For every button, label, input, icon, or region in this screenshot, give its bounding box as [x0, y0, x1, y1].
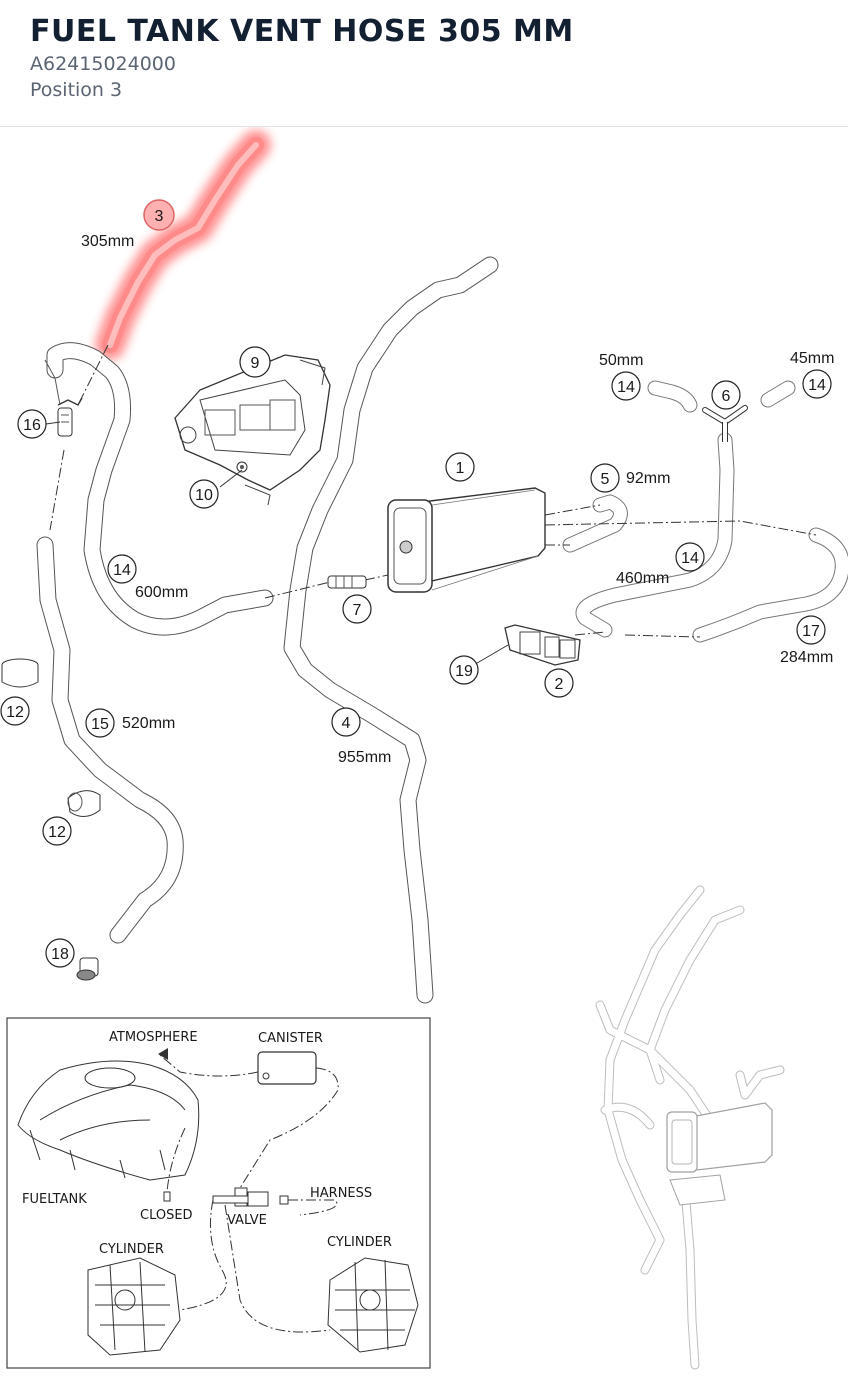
svg-text:1: 1 [456, 460, 465, 477]
valve-part-19[interactable] [504, 624, 581, 666]
label-closed: CLOSED [140, 1208, 193, 1223]
svg-text:17: 17 [802, 623, 820, 640]
label-harness: HARNESS [310, 1186, 372, 1201]
svg-text:14: 14 [681, 550, 699, 567]
callout-9[interactable]: 9 [239, 346, 271, 378]
page-title: FUEL TANK VENT HOSE 305 MM [30, 14, 574, 49]
length-label-15: 520mm [122, 715, 175, 732]
callout-6[interactable]: 6 [711, 380, 741, 410]
label-canister: CANISTER [258, 1031, 323, 1046]
callout-14-600[interactable]: 14 [107, 554, 137, 584]
svg-text:12: 12 [48, 824, 66, 841]
label-fueltank: FUELTANK [22, 1192, 87, 1207]
length-label-14-460: 460mm [616, 570, 669, 587]
part-number: A62415024000 [30, 53, 176, 75]
canister-sketch [257, 1051, 317, 1085]
label-atmosphere: ATMOSPHERE [109, 1030, 198, 1045]
grommet-part-12a[interactable] [1, 658, 39, 688]
svg-text:18: 18 [51, 946, 69, 963]
t-fitting-part-6[interactable] [702, 405, 748, 442]
bolt-part-10[interactable] [236, 461, 248, 473]
label-valve: VALVE [227, 1213, 267, 1228]
svg-text:12: 12 [6, 704, 24, 721]
length-label-17: 284mm [780, 649, 833, 666]
length-label-14-600: 600mm [135, 584, 188, 601]
svg-text:14: 14 [113, 562, 131, 579]
leader-lines [45, 421, 509, 667]
position-label: Position 3 [30, 79, 123, 101]
closed-plug-sketch [163, 1191, 171, 1202]
label-cylinder-left: CYLINDER [99, 1242, 164, 1257]
clamp-part-12b[interactable] [67, 790, 101, 817]
callout-14-50[interactable]: 14 [611, 371, 641, 401]
callout-16[interactable]: 16 [17, 409, 47, 439]
svg-text:2: 2 [555, 676, 564, 693]
hose-3-highlighted[interactable] [95, 130, 271, 360]
callout-18[interactable]: 18 [45, 938, 75, 968]
callout-2[interactable]: 2 [544, 668, 574, 698]
callout-15[interactable]: 15 [85, 708, 115, 738]
svg-text:19: 19 [455, 663, 473, 680]
callout-12-b[interactable]: 12 [42, 816, 72, 846]
callout-7[interactable]: 7 [342, 594, 372, 624]
canister-part-1[interactable] [387, 487, 546, 593]
callout-17[interactable]: 17 [796, 615, 826, 645]
svg-text:6: 6 [722, 388, 731, 405]
svg-text:9: 9 [251, 355, 260, 372]
exploded-parts-diagram: 3 9 16 10 14 1 5 14 6 14 14 7 17 19 2 12… [0, 130, 848, 1370]
short-hose-50mm[interactable] [647, 380, 698, 413]
length-label-5: 92mm [626, 470, 670, 487]
assembly-overview [595, 885, 785, 1370]
length-label-4: 955mm [338, 749, 391, 766]
hose-15 [36, 536, 184, 944]
fuel-tank-sketch [17, 1060, 200, 1181]
page-header: FUEL TANK VENT HOSE 305 MM A62415024000 … [0, 0, 848, 127]
connection-lines [49, 344, 817, 638]
schematic-lines [159, 1054, 339, 1333]
length-label-3: 305mm [81, 233, 134, 250]
callout-4[interactable]: 4 [331, 707, 361, 737]
svg-text:5: 5 [601, 471, 610, 488]
hose-4 [283, 256, 499, 1004]
svg-text:15: 15 [91, 716, 109, 733]
svg-text:7: 7 [353, 602, 362, 619]
connector-part-7[interactable] [327, 575, 367, 589]
svg-text:14: 14 [617, 379, 635, 396]
svg-text:14: 14 [808, 377, 826, 394]
svg-text:10: 10 [195, 487, 213, 504]
short-hose-45mm[interactable] [760, 380, 796, 408]
cap-part-18[interactable] [76, 957, 99, 981]
hose-14-17-right [562, 432, 848, 643]
callout-14-45[interactable]: 14 [802, 369, 832, 399]
svg-text:4: 4 [342, 715, 351, 732]
valve-sketch [212, 1187, 289, 1207]
schematic-inset: ATMOSPHERE CANISTER FUELTANK CLOSED VALV… [6, 1017, 431, 1369]
callout-3[interactable]: 3 [143, 199, 175, 231]
svg-text:3: 3 [155, 208, 164, 225]
svg-text:16: 16 [23, 417, 41, 434]
callout-1[interactable]: 1 [445, 452, 475, 482]
hose-top-left-loop [46, 342, 274, 636]
callout-19[interactable]: 19 [449, 655, 479, 685]
cylinder-right-sketch [327, 1257, 419, 1353]
callout-10[interactable]: 10 [189, 479, 219, 509]
callout-5[interactable]: 5 [590, 463, 620, 493]
callout-12-a[interactable]: 12 [0, 696, 30, 726]
length-label-14-50: 50mm [599, 352, 643, 369]
bracket-part-9[interactable] [174, 354, 331, 506]
callout-14-460[interactable]: 14 [675, 542, 705, 572]
label-cylinder-right: CYLINDER [327, 1235, 392, 1250]
cylinder-left-sketch [87, 1257, 181, 1356]
length-label-14-45: 45mm [790, 350, 834, 367]
